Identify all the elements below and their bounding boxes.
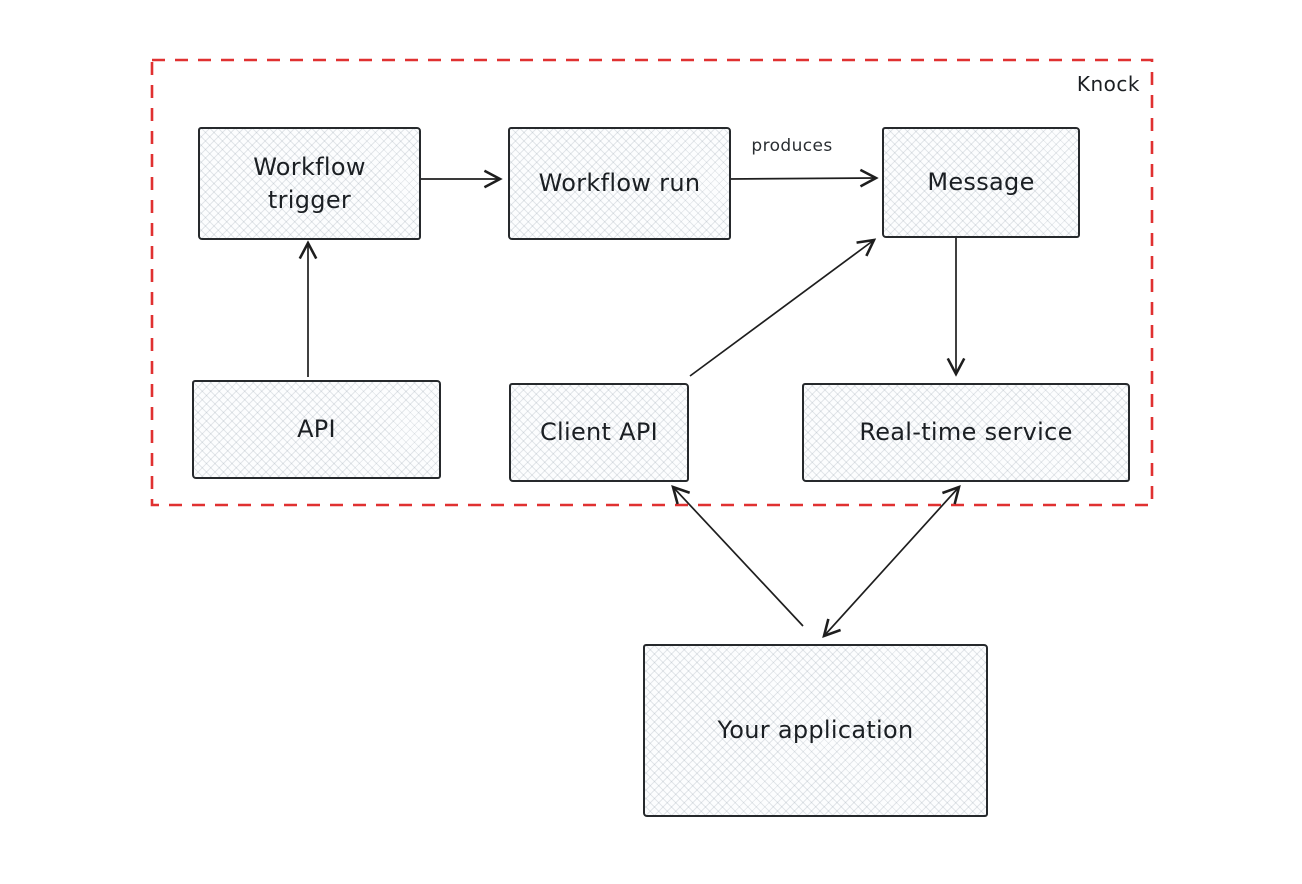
node-your-application-label: Your application — [717, 716, 914, 745]
node-message: Message — [882, 127, 1080, 238]
node-real-time-service: Real-time service — [802, 383, 1130, 482]
node-message-label: Message — [927, 168, 1035, 197]
node-workflow-run: Workflow run — [508, 127, 731, 240]
knock-group-label: Knock — [1076, 72, 1140, 96]
node-client-api: Client API — [509, 383, 689, 482]
node-real-time-service-label: Real-time service — [859, 418, 1073, 447]
edge-run-to-message — [728, 168, 879, 188]
node-workflow-trigger-label: Workflow trigger — [253, 153, 366, 214]
edge-label-produces: produces — [751, 136, 833, 156]
node-client-api-label: Client API — [539, 418, 659, 447]
edge-clientapi-to-message — [689, 238, 877, 377]
node-api-label: API — [297, 415, 336, 444]
node-your-application: Your application — [643, 644, 988, 817]
edge-yourapp-to-clientapi — [671, 484, 804, 627]
node-api: API — [192, 380, 441, 479]
node-workflow-trigger: Workflow trigger — [198, 127, 421, 240]
edge-realtime-to-yourapp — [822, 484, 961, 639]
node-workflow-run-label: Workflow run — [538, 169, 701, 198]
